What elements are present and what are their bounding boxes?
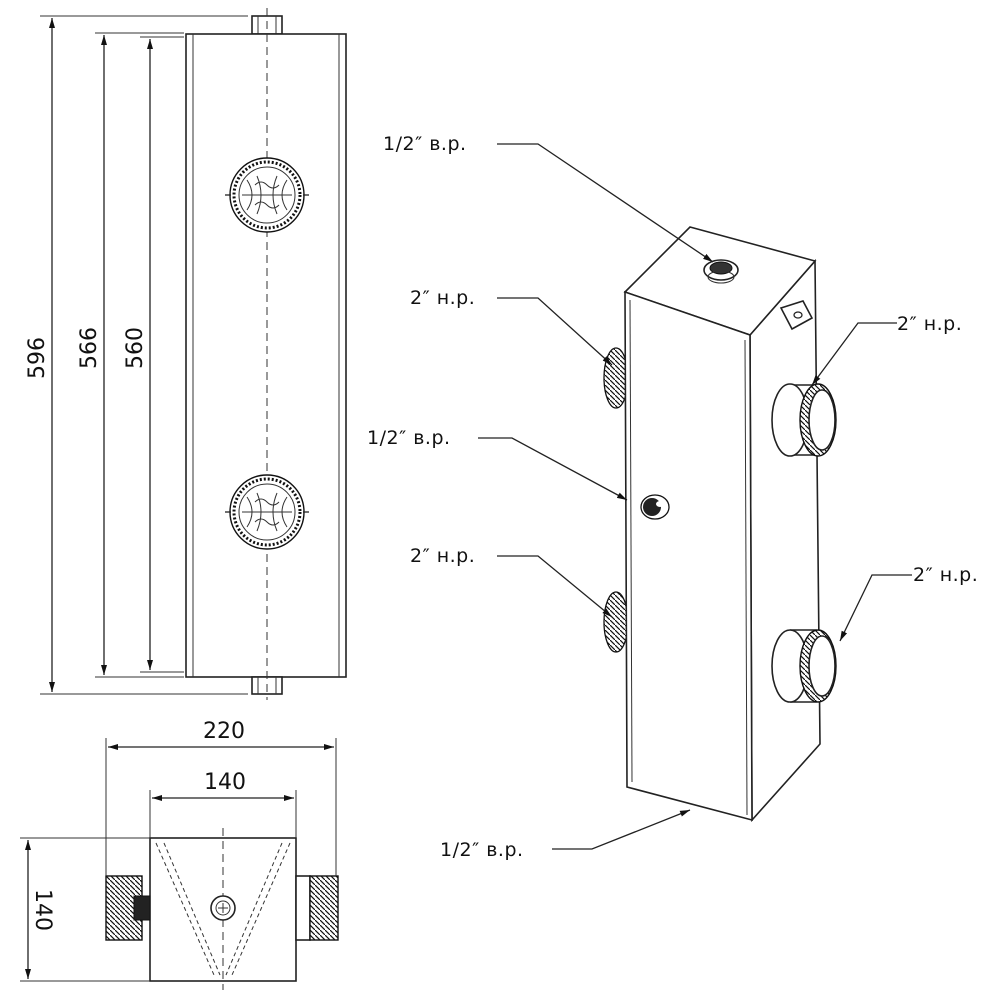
isometric-view: 1/2″ в.р. 2″ н.р. 2″ н.р. 1/2″ в.р. 2″ н… (367, 133, 978, 861)
front-view: 596 566 560 (25, 8, 347, 700)
front-body (185, 33, 347, 678)
top-view: 220 140 140 (20, 719, 339, 990)
iso-middle-port (640, 494, 670, 520)
dim-label-140-width: 140 (204, 770, 246, 795)
callout-bottom-port: 1/2″ в.р. (440, 839, 524, 861)
callout-left-lower: 2″ н.р. (410, 545, 475, 567)
top-left-small-port (133, 895, 151, 921)
dim-label-220: 220 (203, 719, 245, 744)
callout-left-upper: 2″ н.р. (410, 287, 475, 309)
dim-width-body: 140 (149, 770, 297, 838)
iso-front-face (624, 290, 753, 822)
dim-depth-body: 140 (20, 837, 150, 982)
front-lower-nozzle (225, 474, 309, 550)
iso-mounting-tab (779, 300, 814, 331)
front-upper-nozzle (225, 157, 309, 233)
top-right-nozzle (309, 875, 339, 941)
callout-right-lower: 2″ н.р. (913, 564, 978, 586)
iso-left-upper-nozzle (603, 347, 629, 409)
iso-top-port (703, 259, 739, 284)
leader-lines (478, 143, 912, 850)
dim-height-inner: 560 (123, 36, 184, 673)
iso-right-face (749, 258, 821, 823)
dim-height-total: 596 (25, 15, 248, 695)
callout-top-port: 1/2″ в.р. (383, 133, 467, 155)
callout-right-upper: 2″ н.р. (897, 313, 962, 335)
dim-label-596: 596 (25, 337, 50, 379)
callout-middle-port: 1/2″ в.р. (367, 427, 451, 449)
dim-width-total: 220 (105, 719, 337, 876)
iso-right-upper-nozzle (771, 383, 837, 457)
dim-label-560: 560 (123, 327, 148, 369)
dim-label-566: 566 (77, 327, 102, 369)
dim-height-nozzles: 566 (77, 32, 184, 678)
iso-left-lower-nozzle (603, 591, 629, 653)
dim-label-140-depth: 140 (30, 889, 55, 931)
iso-right-lower-nozzle (771, 629, 837, 703)
top-right-nozzle-neck (295, 875, 311, 941)
